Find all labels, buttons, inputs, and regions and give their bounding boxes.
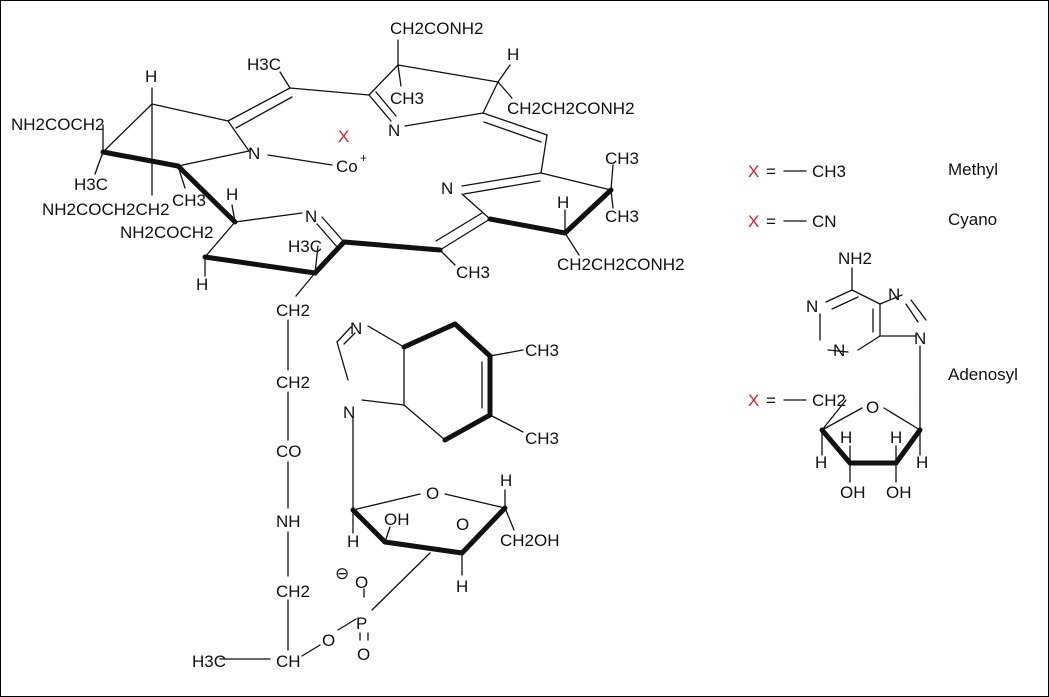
- adenosyl-bonds: [783, 170, 927, 483]
- legend-adenosyl-group: CH2: [812, 391, 846, 410]
- legend-cyano-name: Cyano: [948, 210, 997, 229]
- label-oh-adenosyl-1: OH: [840, 483, 866, 502]
- label-ch2ch2conh2-ringc: CH2CH2CONH2: [557, 255, 685, 274]
- label-ch2ch2conh2-ringb: CH2CH2CONH2: [507, 99, 635, 118]
- label-h3c-ringb: H3C: [247, 55, 281, 74]
- label-h-ringd: H: [226, 185, 238, 204]
- label-ch2-3: CH2: [276, 582, 310, 601]
- label-ch3-ringc-top: CH3: [605, 149, 639, 168]
- label-h-adenosyl-4: H: [916, 453, 928, 472]
- label-o-ribose-3: O: [456, 515, 469, 534]
- label-ch2conh2-top: CH2CONH2: [390, 19, 484, 38]
- label-h-ringd-lower: H: [196, 275, 208, 294]
- label-cobalt-charge: +: [360, 151, 367, 165]
- label-h-ribose-left: H: [347, 532, 359, 551]
- label-p: P: [356, 614, 367, 633]
- label-nh2-adenine: NH2: [838, 249, 872, 268]
- label-nh2coch2-ringd: NH2COCH2: [120, 223, 214, 242]
- legend-cyano-eq: =: [766, 212, 776, 231]
- label-nh2coch2ch2-ringa: NH2COCH2CH2: [42, 200, 170, 219]
- label-h-ringb: H: [507, 45, 519, 64]
- legend-methyl-name: Methyl: [948, 160, 998, 179]
- legend-methyl-x: X: [748, 162, 759, 181]
- label-n1-adenine: N: [806, 297, 818, 316]
- label-o-ribose: O: [426, 484, 439, 503]
- label-o-minus: ⊖: [335, 564, 349, 583]
- legend-cyano-group: CN: [812, 212, 837, 231]
- nucleotide-labels: N N CH3 CH3 O H OH O H CH2OH H: [343, 319, 560, 596]
- label-ch3-benz-bottom: CH3: [525, 429, 559, 448]
- label-h-ringa: H: [145, 67, 157, 86]
- legend-adenosyl-x: X: [748, 391, 759, 410]
- label-ch3-ringc-bottom: CH3: [605, 207, 639, 226]
- label-oh-adenosyl-2: OH: [886, 483, 912, 502]
- legend-adenosyl-name: Adenosyl: [948, 365, 1018, 384]
- label-ch3-benz-top: CH3: [525, 341, 559, 360]
- label-h-ribose-bottom: H: [456, 577, 468, 596]
- label-ch3-ringa: CH3: [172, 191, 206, 210]
- label-ch3-methine: CH3: [456, 263, 490, 282]
- label-n-benzimidazole-top: N: [350, 319, 362, 338]
- label-oh-ribose: OH: [384, 510, 410, 529]
- corrin-labels: CH2CONH2 H3C CH3 H H CH2CH2CONH2 N NH2CO…: [11, 19, 685, 294]
- ligand-legend: X = CH3 Methyl X = CN Cyano X = CH2 Aden…: [748, 160, 1018, 410]
- label-h-adenosyl-1: H: [840, 428, 852, 447]
- label-n-ringa: N: [248, 144, 260, 163]
- label-o-phosphate-bottom: O: [357, 645, 370, 664]
- legend-methyl-group: CH3: [812, 162, 846, 181]
- label-h-adenosyl-3: H: [815, 453, 827, 472]
- label-ch2oh: CH2OH: [500, 531, 560, 550]
- label-nh: NH: [276, 512, 301, 531]
- corrin-ring-bonds: [94, 39, 614, 277]
- label-h3c-ringa: H3C: [74, 175, 108, 194]
- legend-methyl-eq: =: [766, 162, 776, 181]
- label-ch3-ringb: CH3: [390, 89, 424, 108]
- label-co: CO: [276, 442, 302, 461]
- label-n-ringc: N: [441, 179, 453, 198]
- chain-and-nucleotide-bonds: [219, 272, 524, 660]
- label-h3c-chain: H3C: [192, 652, 226, 671]
- label-o-adenosyl-ribose: O: [866, 398, 879, 417]
- label-h-ringc: H: [557, 193, 569, 212]
- label-ch2-1: CH2: [276, 301, 310, 320]
- label-n3-adenine: N: [833, 341, 845, 360]
- label-o-ester: O: [322, 631, 335, 650]
- label-n-ringd: N: [305, 207, 317, 226]
- label-h-ribose-top: H: [500, 471, 512, 490]
- adenine-labels: NH2 N N N N O H H H H OH OH: [806, 249, 928, 502]
- label-nh2coch2-ringa: NH2COCH2: [11, 115, 105, 134]
- label-o-phosphate-top: O: [355, 573, 368, 592]
- label-ch-chain: CH: [276, 652, 301, 671]
- label-n7-adenine: N: [888, 285, 900, 304]
- label-n-ringb: N: [388, 121, 400, 140]
- label-x-ligand: X: [338, 127, 349, 146]
- legend-adenosyl-eq: =: [766, 391, 776, 410]
- legend-cyano-x: X: [748, 212, 759, 231]
- label-n-benzimidazole-bottom: N: [343, 403, 355, 422]
- label-ch2-2: CH2: [276, 373, 310, 392]
- chain-labels: CH2 CH2 CO NH CH2 H3C CH O P O ⊖ O: [192, 301, 370, 671]
- label-cobalt: Co: [336, 157, 358, 176]
- label-h-adenosyl-2: H: [890, 428, 902, 447]
- label-h3c-ringd: H3C: [288, 237, 322, 256]
- label-n9-adenine: N: [914, 329, 926, 348]
